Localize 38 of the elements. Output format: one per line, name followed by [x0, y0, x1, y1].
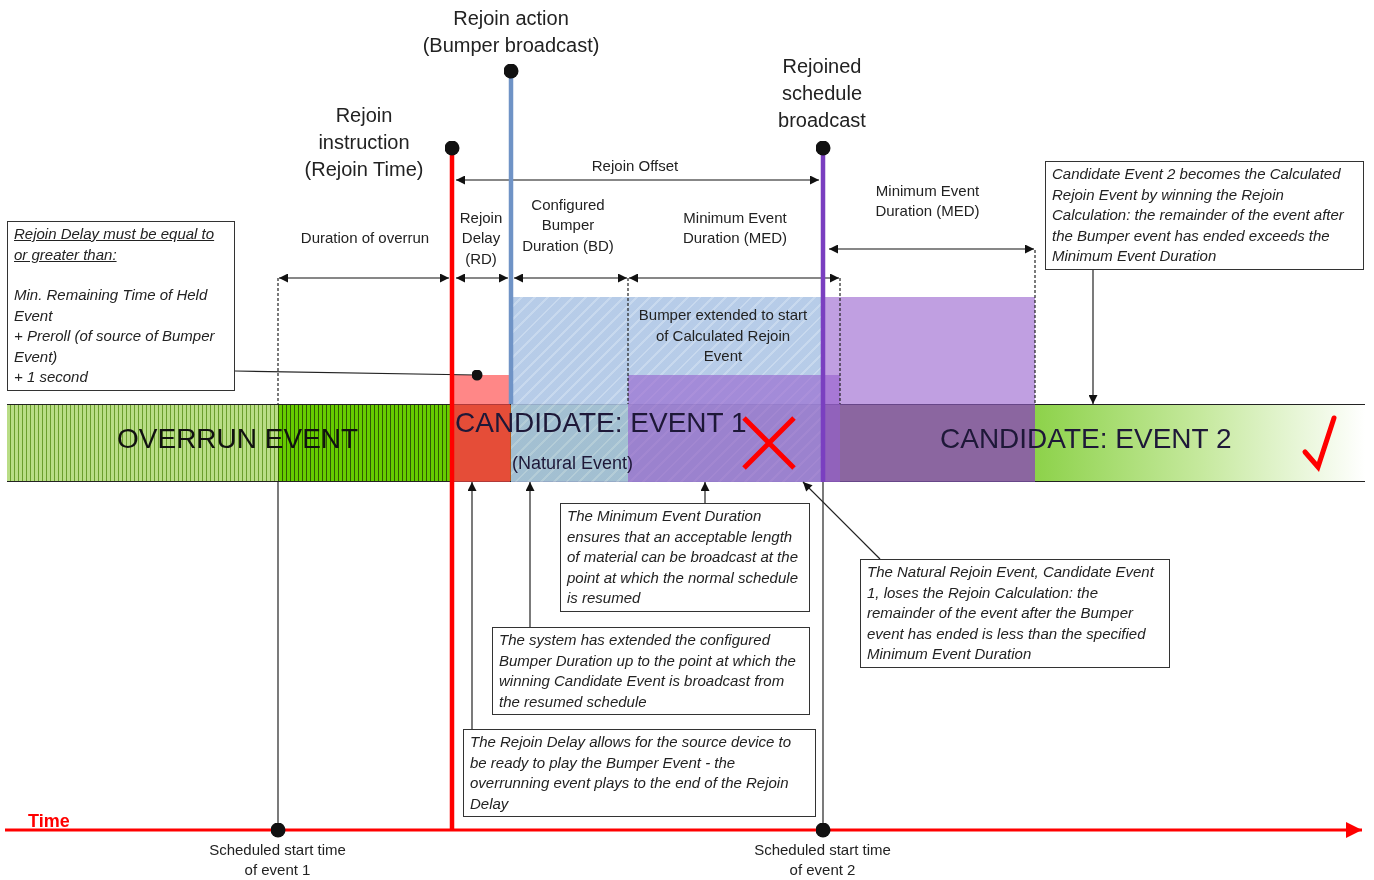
axis-label: Time: [28, 810, 71, 833]
note-text: The Rejoin Delay allows for the source device to be ready to play the Bumper Event - the overrunning event plays to the end of the Rejoin Delay: [470, 732, 792, 814]
leader-line: [1088, 268, 1098, 405]
note-text: Min. Remaining Time of Held Event: [14, 285, 209, 326]
marker-label: Rejoin action (Bumper broadcast): [421, 5, 601, 59]
note-text: + Preroll (of source of Bumper Event): [14, 326, 216, 367]
marker-label: Rejoined schedule broadcast: [752, 53, 892, 134]
band-label: (Natural Event): [512, 453, 634, 474]
annotation-box: [463, 729, 816, 817]
time-marker-line: [503, 63, 519, 404]
note-text: The system has extended the configured Bumper Duration up to the point at which the winning Candidate Event is broadcast from the resumed schedule: [499, 630, 797, 712]
leader-line: [802, 481, 881, 560]
leader-line: [234, 369, 483, 381]
note-text: Candidate Event 2 becomes the Calculated Rejoin Event by winning the Rejoin Calculation: the remainder of the event after the Bumper event has ended exceeds the Minimum Event Duration: [1052, 164, 1345, 266]
leader-line: [525, 481, 535, 628]
annotation-box: [7, 221, 235, 391]
note-text: Rejoin Delay must be equal to or greater than:: [14, 224, 216, 265]
leader-line: [467, 481, 477, 730]
note-text: The Natural Rejoin Event, Candidate Event 1, loses the Rejoin Calculation: the remainder of the event after the Bumper event has ended is less than the specified Minimum Event Duration: [867, 562, 1156, 664]
time-marker-line: [444, 140, 460, 830]
dimension-label: Minimum Event Duration (MED): [681, 208, 789, 249]
marker-label: Rejoin instruction (Rejoin Time): [288, 102, 440, 183]
dimension-label: Rejoin Offset: [590, 156, 680, 176]
event-band: [822, 404, 1365, 482]
time-marker-line: [815, 481, 831, 838]
dimension-label: Duration of overrun: [300, 228, 430, 248]
dimension-label: Minimum Event Duration (MED): [874, 181, 981, 222]
leader-line: [700, 481, 710, 504]
area-label: Bumper extended to start of Calculated Rejoin Event: [638, 305, 808, 366]
event-band: [7, 404, 452, 482]
note-text: + 1 second: [14, 367, 89, 387]
marker-label: Scheduled start time of event 2: [750, 840, 895, 880]
time-marker-line: [815, 140, 831, 482]
note-text: The Minimum Event Duration ensures that an acceptable length of material can be broadcast at the point at which the normal schedule is resumed: [567, 506, 799, 608]
marker-label: Scheduled start time of event 1: [205, 840, 350, 880]
dimension-label: Configured Bumper Duration (BD): [521, 195, 615, 256]
time-marker-line: [270, 481, 286, 838]
dimension-label: Rejoin Delay (RD): [458, 208, 504, 269]
